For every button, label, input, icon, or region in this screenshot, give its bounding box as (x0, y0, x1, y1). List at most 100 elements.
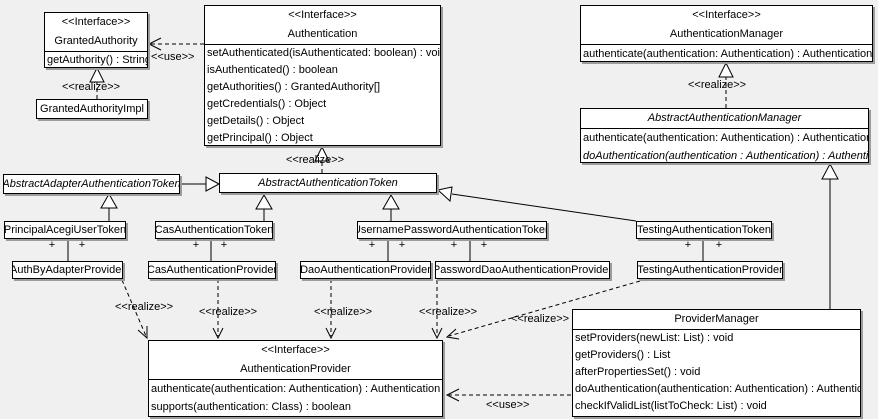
edge-gen-providermanager (821, 162, 839, 309)
edge-label-use: <<use>> (486, 399, 530, 411)
edge-gen-testing-token (436, 186, 637, 222)
multiplicity-label: + (48, 239, 56, 251)
class-granted-authority-impl: GrantedAuthorityImpl (36, 99, 148, 119)
edge-label-realize: <<realize>> (199, 306, 258, 318)
edge-gen-usernamepassword-token (382, 193, 400, 221)
method: authenticate(authentication: Authenticat… (151, 383, 441, 395)
class-name: AbstractAuthenticationToken (258, 176, 398, 189)
edge-realize-passworddaoprovider (431, 280, 443, 340)
edge-gen-principal-token (100, 192, 118, 221)
edge-gen-cas-token (255, 193, 273, 221)
class-name: CasAuthenticationToken (156, 223, 272, 236)
method: doAuthentication(authentication: Authent… (575, 383, 860, 395)
stereotype-label: <<Interface>> (61, 16, 131, 28)
edge-realize-abstractauthenticationtoken (314, 145, 330, 173)
edge-label-realize: <<realize>> (688, 79, 747, 91)
class-name: CasAuthenticationProvider (149, 263, 275, 276)
class-name: AuthenticationProvider (240, 363, 351, 375)
edge-realize-authbyadapterprovider (121, 279, 148, 340)
edge-realize-abstractauthenticationmanager (718, 61, 734, 108)
class-dao-authentication-provider: DaoAuthenticationProvider (300, 261, 431, 279)
edge-use-authentication-grantedauthority (147, 37, 204, 51)
method: setProviders(newList: List) : void (575, 332, 734, 344)
multiplicity-label: + (398, 239, 406, 251)
method: getProviders() : List (575, 349, 671, 361)
multiplicity-label: + (480, 239, 488, 251)
class-name: DaoAuthenticationProvider (301, 263, 430, 276)
method: setAuthenticated(isAuthenticated: boolea… (207, 47, 440, 59)
class-name: GrantedAuthorityImpl (40, 102, 144, 115)
class-name: TestingAuthenticationProvider (638, 263, 782, 276)
method-abstract: doAuthentication(authentication : Authen… (583, 150, 868, 162)
class-name: PasswordDaoAuthenticationProvider (436, 263, 609, 276)
class-name: AuthenticationManager (669, 28, 784, 40)
class-provider-manager: ProviderManager setProviders(newList: Li… (572, 309, 861, 417)
method: getDetails() : Object (207, 115, 305, 127)
class-header: <<Interface>> Authentication (205, 6, 440, 45)
class-authentication-manager: <<Interface>> AuthenticationManager auth… (580, 5, 873, 62)
class-name: ProviderManager (674, 313, 759, 325)
class-name: AbstractAdapterAuthenticationToken (4, 177, 179, 190)
multiplicity-label: + (220, 239, 228, 251)
class-header: <<Interface>> AuthenticationManager (581, 6, 872, 45)
class-username-password-authentication-token: UsernamePasswordAuthenticationToken (357, 221, 547, 239)
edge-label-realize: <<realize>> (314, 306, 373, 318)
stereotype-label: <<Interface>> (692, 9, 761, 21)
class-header: <<Interface>> GrantedAuthority (45, 13, 147, 52)
class-name: PrincipalAcegiUserToken (5, 223, 125, 236)
method: getAuthorities() : GrantedAuthority[] (207, 81, 381, 93)
method: isAuthenticated() : boolean (207, 64, 338, 76)
edge-gen-adapter-token (180, 176, 221, 192)
class-password-dao-authentication-provider: PasswordDaoAuthenticationProvider (435, 261, 610, 279)
multiplicity-label: + (684, 239, 692, 251)
class-name: AuthByAdapterProvider (13, 263, 122, 276)
class-testing-authentication-provider: TestingAuthenticationProvider (637, 261, 783, 279)
class-header: <<Interface>> AuthenticationProvider (149, 341, 442, 380)
edge-label-realize: <<realize>> (115, 301, 174, 313)
class-authentication-provider: <<Interface>> AuthenticationProvider aut… (148, 340, 443, 417)
method: authenticate(authentication: Authenticat… (583, 48, 872, 60)
class-abstract-authentication-manager: AbstractAuthenticationManager authentica… (580, 108, 869, 163)
multiplicity-label: + (78, 239, 86, 251)
edge-realize-testingprovider (445, 280, 641, 340)
class-authentication: <<Interface>> Authentication setAuthenti… (204, 5, 441, 146)
edge-label-use: <<use>> (151, 51, 195, 63)
method: getAuthority() : String (47, 54, 147, 66)
method: checkIfValidList(listToCheck: List) : vo… (575, 400, 767, 412)
class-name: UsernamePasswordAuthenticationToken (358, 223, 546, 236)
stereotype-label: <<Interface>> (288, 9, 357, 21)
method: authenticate(authentication: Authenticat… (583, 132, 868, 144)
edge-assoc-token-providers (67, 239, 704, 261)
class-name: AbstractAuthenticationManager (647, 112, 802, 124)
class-name: Authentication (287, 28, 358, 40)
edge-realize-casprovider (212, 279, 224, 340)
stereotype-label: <<Interface>> (261, 344, 330, 356)
class-principal-acegi-user-token: PrincipalAcegiUserToken (4, 221, 126, 239)
class-abstract-authentication-token: AbstractAuthenticationToken (219, 173, 437, 193)
multiplicity-label: + (192, 239, 200, 251)
class-testing-authentication-token: TestingAuthenticationToken (636, 221, 772, 239)
method: afterPropertiesSet() : void (575, 366, 701, 378)
multiplicity-label: + (368, 239, 376, 251)
edge-label-realize: <<realize>> (419, 306, 478, 318)
edge-label-realize: <<realize>> (286, 154, 345, 166)
edge-label-realize: <<realize>> (62, 81, 121, 93)
edge-realize-daoprovider (325, 279, 337, 340)
class-granted-authority: <<Interface>> GrantedAuthority getAuthor… (44, 12, 148, 68)
method: getCredentials() : Object (207, 98, 327, 110)
method: getPrincipal() : Object (207, 132, 313, 144)
class-name: GrantedAuthority (54, 35, 138, 47)
edge-label-realize: <<realize>> (511, 313, 570, 325)
class-name: TestingAuthenticationToken (637, 223, 771, 236)
class-header: ProviderManager (573, 310, 860, 330)
class-cas-authentication-token: CasAuthenticationToken (155, 221, 273, 239)
method: supports(authentication: Class) : boolea… (151, 401, 351, 413)
class-cas-authentication-provider: CasAuthenticationProvider (148, 261, 276, 279)
multiplicity-label: + (450, 239, 458, 251)
edge-use-providermanager (445, 388, 571, 402)
class-auth-by-adapter-provider: AuthByAdapterProvider (12, 261, 123, 279)
class-abstract-adapter-authentication-token: AbstractAdapterAuthenticationToken (3, 174, 180, 194)
multiplicity-label: + (715, 239, 723, 251)
